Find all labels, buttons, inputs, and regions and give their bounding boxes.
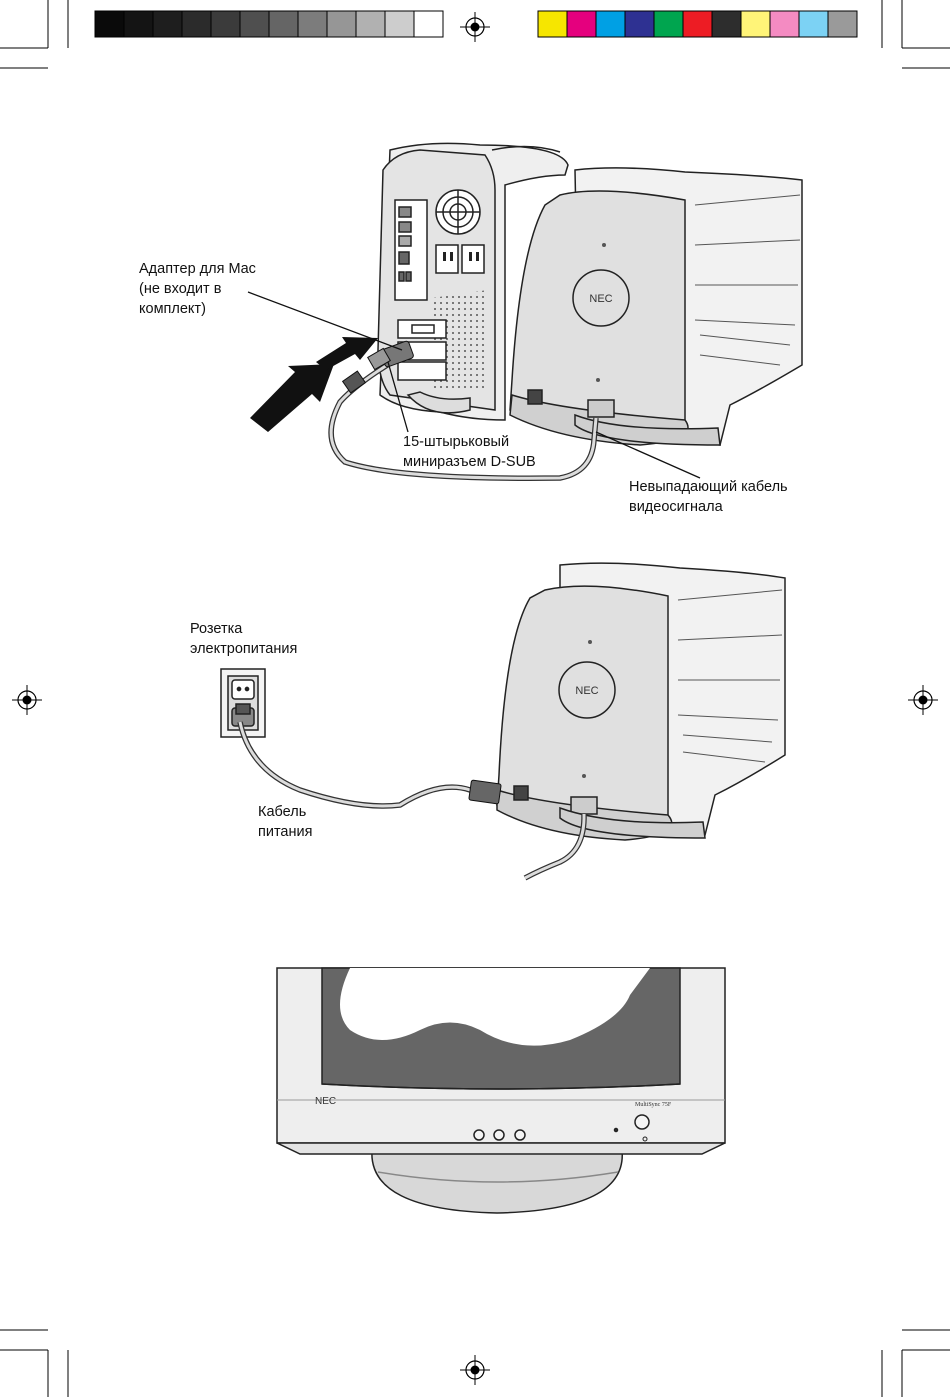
calibration-swatch xyxy=(712,11,741,37)
registration-mark-icon xyxy=(460,12,490,42)
arrow-small-icon xyxy=(316,337,378,370)
calibration-swatch xyxy=(95,11,124,37)
mac-adapter-label: Адаптер для Mac (не входит в комплект) xyxy=(139,259,256,319)
front-logo: NEC xyxy=(315,1096,336,1107)
calibration-swatch xyxy=(625,11,654,37)
figure-monitor-front: NEC MultiSync 75F xyxy=(277,968,725,1213)
calibration-swatch xyxy=(538,11,567,37)
monitor-logo: NEC xyxy=(575,685,598,697)
calibration-swatch xyxy=(327,11,356,37)
color-calibration-bar xyxy=(538,11,857,37)
calibration-swatch xyxy=(596,11,625,37)
calibration-swatch xyxy=(298,11,327,37)
model-name: MultiSync 75F xyxy=(635,1102,672,1108)
registration-mark-icon xyxy=(12,685,42,715)
front-control-button xyxy=(474,1130,484,1140)
calibration-swatch xyxy=(356,11,385,37)
calibration-swatch xyxy=(683,11,712,37)
calibration-swatch xyxy=(414,11,443,37)
front-control-button xyxy=(515,1130,525,1140)
calibration-swatch xyxy=(153,11,182,37)
calibration-swatch xyxy=(240,11,269,37)
calibration-swatch xyxy=(799,11,828,37)
power-button xyxy=(635,1115,649,1129)
calibration-swatch xyxy=(269,11,298,37)
dsub-connector-label: 15-штырьковый миниразъем D-SUB xyxy=(403,432,536,472)
calibration-swatch xyxy=(567,11,596,37)
monitor-logo: NEC xyxy=(589,293,612,305)
figure-signal-cable-connection: NEC xyxy=(248,143,802,478)
grayscale-calibration-bar xyxy=(95,11,443,37)
calibration-swatch xyxy=(211,11,240,37)
calibration-swatch xyxy=(182,11,211,37)
front-control-button xyxy=(494,1130,504,1140)
arrow-large-icon xyxy=(250,364,334,432)
monitor-back-view: NEC xyxy=(510,168,802,445)
calibration-swatch xyxy=(124,11,153,37)
registration-mark-icon xyxy=(908,685,938,715)
calibration-swatch xyxy=(385,11,414,37)
signal-cable-label: Невыпадающий кабель видеосигнала xyxy=(629,477,788,517)
registration-mark-icon xyxy=(460,1355,490,1385)
calibration-swatch xyxy=(828,11,857,37)
power-indicator xyxy=(615,1129,618,1132)
power-cable-label: Кабель питания xyxy=(258,802,312,842)
calibration-swatch xyxy=(741,11,770,37)
calibration-swatch xyxy=(770,11,799,37)
monitor-back-view: NEC xyxy=(497,563,785,840)
power-outlet-label: Розетка электропитания xyxy=(190,619,297,659)
calibration-swatch xyxy=(654,11,683,37)
